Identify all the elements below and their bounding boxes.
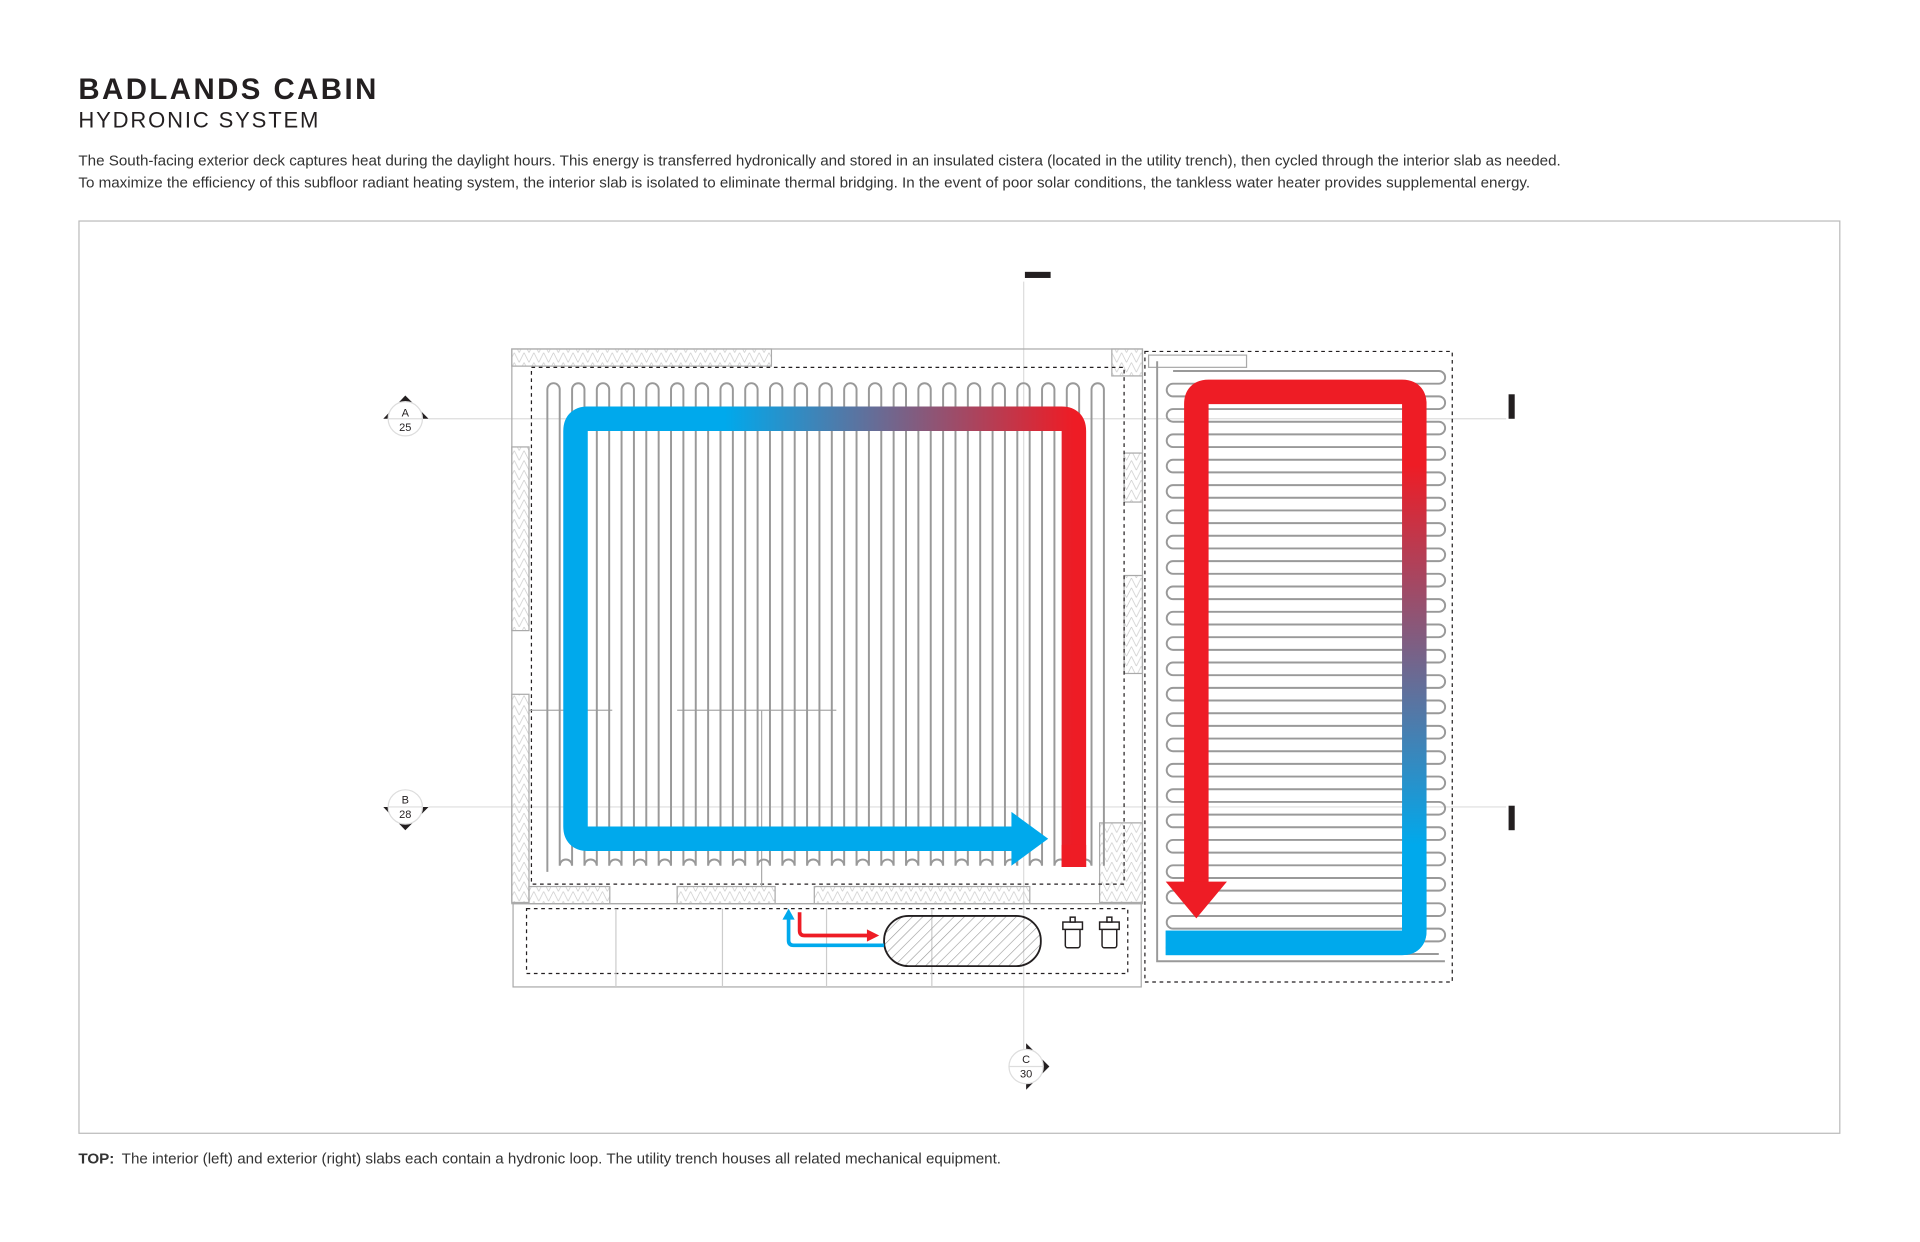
section-letter: C [1022, 1054, 1030, 1066]
exterior-tube-feed [1156, 361, 1445, 963]
pump-icon [1062, 916, 1084, 949]
caption-label: TOP: [78, 1149, 115, 1167]
section-marker-c[interactable]: C 30 [1008, 1043, 1050, 1090]
section-sheet: 25 [399, 422, 411, 434]
caption-text: The interior (left) and exterior (right)… [121, 1149, 1002, 1167]
exterior-tube [1165, 370, 1447, 955]
cold-return-arrow [786, 915, 885, 948]
section-mark [1508, 805, 1515, 831]
section-mark [1024, 271, 1051, 278]
pump-icon [1098, 916, 1120, 949]
figure-caption: TOP: The interior (left) and exterior (ri… [78, 1150, 1001, 1167]
interior-tubing [546, 382, 1105, 872]
description-line: The South-facing exterior deck captures … [78, 151, 1561, 169]
interior-slab [511, 348, 1144, 905]
hot-supply-arrow [797, 912, 870, 938]
section-sheet: 28 [399, 809, 411, 821]
section-marker-b[interactable]: B 28 [383, 789, 429, 831]
interior-loop-arrow [563, 406, 1087, 867]
page-title: BADLANDS CABIN [78, 73, 379, 107]
section-letter: B [402, 794, 409, 806]
drawing-frame [78, 220, 1841, 1134]
description: The South-facing exterior deck captures … [78, 149, 1560, 193]
interior-tube [546, 382, 1105, 872]
exterior-loop-arrow [1165, 379, 1427, 956]
section-marker-a[interactable]: A 25 [383, 395, 429, 437]
exterior-slab [1144, 350, 1453, 983]
section-mark [1508, 394, 1515, 419]
section-sheet: 30 [1020, 1069, 1032, 1081]
description-line: To maximize the efficiency of this subfl… [78, 173, 1531, 192]
page-subtitle: HYDRONIC SYSTEM [78, 107, 321, 133]
section-letter: A [402, 407, 410, 419]
cistern-tank [883, 915, 1042, 968]
utility-trench [512, 903, 1142, 988]
exterior-tubing [1156, 361, 1447, 963]
